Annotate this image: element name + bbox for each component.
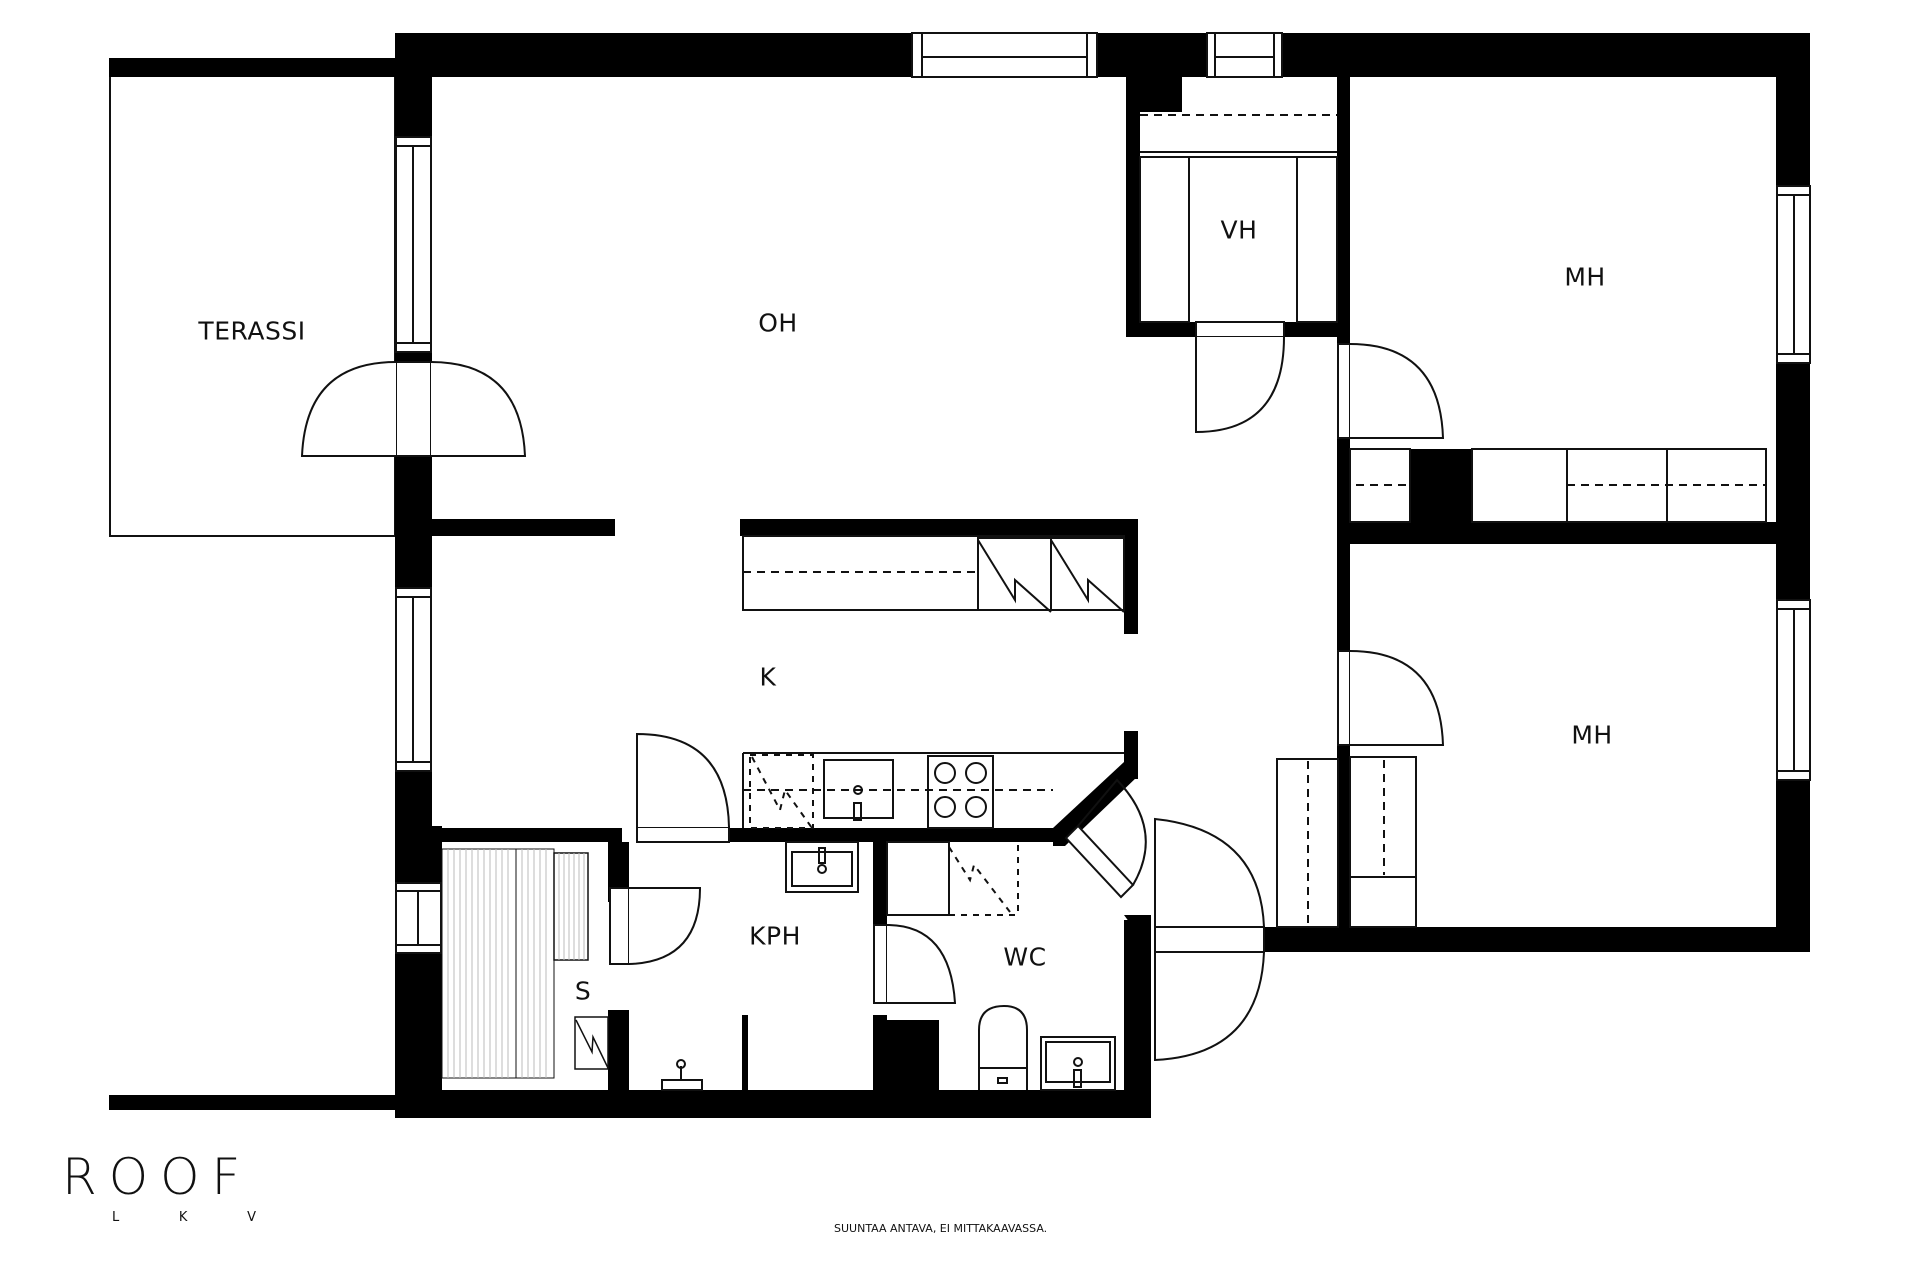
room-label-mh-1: MH — [1564, 262, 1606, 292]
room-label-terassi: TERASSI — [198, 316, 306, 346]
logo-sub-text: L K V — [112, 1210, 256, 1225]
terrace-outline — [109, 75, 396, 537]
logo-sub-letter: L — [112, 1210, 120, 1225]
logo-sub-letter: K — [178, 1210, 188, 1225]
disclaimer-text: SUUNTAA ANTAVA, EI MITTAKAAVASSA. — [834, 1222, 1048, 1235]
logo-sub-letter: V — [247, 1210, 256, 1225]
room-label-k: K — [759, 662, 777, 692]
walls — [109, 33, 1810, 1118]
room-label-s: S — [574, 976, 592, 1006]
room-label-oh: OH — [758, 308, 798, 338]
roof-lkv-logo: ROOF L K V — [62, 1152, 256, 1225]
windows — [395, 32, 1811, 954]
room-label-wc: WC — [1003, 942, 1047, 972]
fixtures — [661, 114, 1767, 1091]
room-label-kph: KPH — [749, 921, 801, 951]
room-label-mh-2: MH — [1571, 720, 1613, 750]
sauna-benches — [441, 848, 609, 1079]
doors — [300, 321, 1445, 1062]
logo-main-text: ROOF — [62, 1148, 253, 1206]
room-label-vh: VH — [1220, 215, 1258, 245]
